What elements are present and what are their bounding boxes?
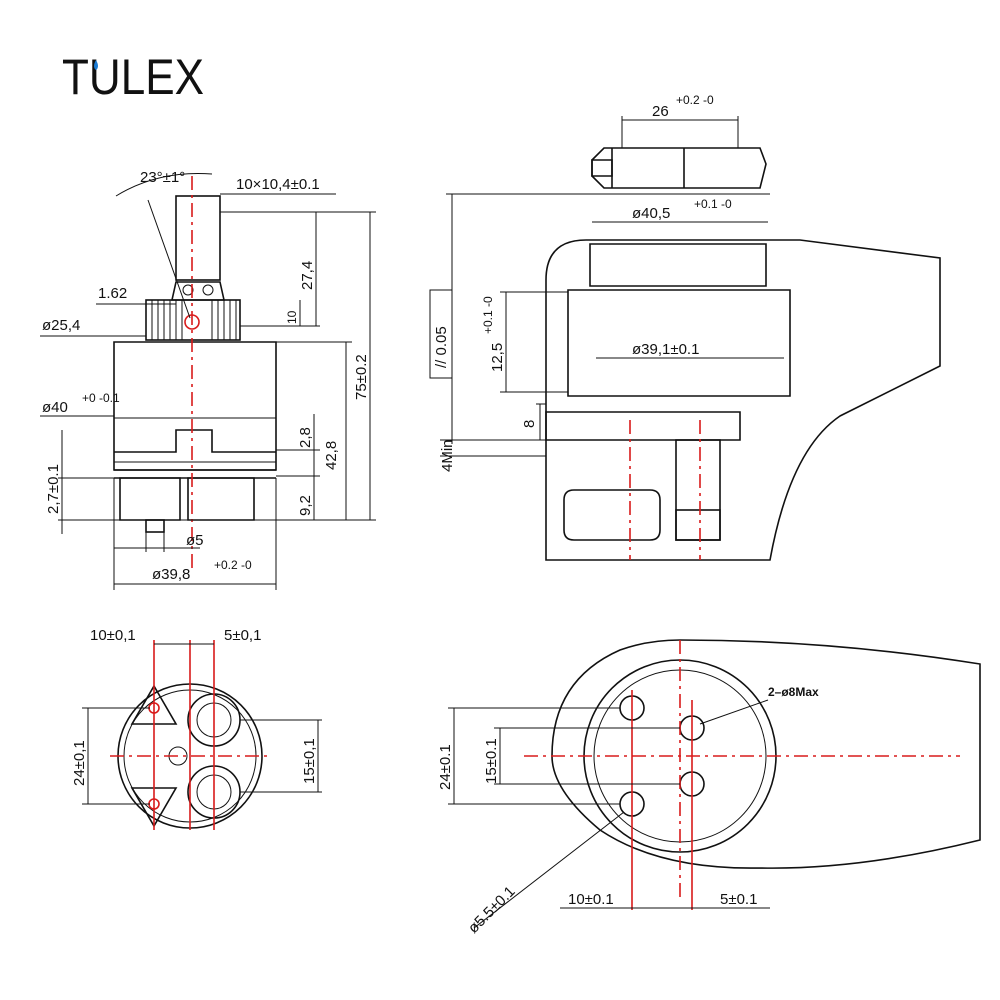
dim-bottom-15: 15±0,1 <box>301 738 318 784</box>
dim-bottom-10: 10±0,1 <box>90 627 136 644</box>
cartridge-bottom-view: 10±0,1 5±0,1 24±0,1 15±0,1 <box>71 627 322 830</box>
knurled-ring <box>145 299 241 341</box>
dim-26-tol: +0.2 -0 <box>676 93 714 107</box>
dim-total-height: 75±0.2 <box>353 354 370 400</box>
dim-base-15: 15±0.1 <box>483 738 500 784</box>
dim-dia-40-tol: +0 -0.1 <box>82 391 120 405</box>
housing-base-view: 2–ø8Max 24±0.1 15±0.1 ø5.5±0.1 10±0.1 5±… <box>437 639 981 937</box>
dim-bottom-5: 5±0,1 <box>224 627 261 644</box>
logo-text: TULEX <box>62 49 204 102</box>
dim-ten: 10 <box>285 310 299 324</box>
cartridge-bore <box>567 289 791 397</box>
dim-26: 26 <box>652 103 669 120</box>
dim-dia-405: ø40,5 <box>632 205 670 222</box>
dim-8: 8 <box>521 420 538 428</box>
dim-dia-398-tol: +0.2 -0 <box>214 558 252 572</box>
dim-angle: 23°±1° <box>140 169 185 186</box>
dim-base-5: 5±0.1 <box>720 891 757 908</box>
housing-section-view: 26 +0.2 -0 ø40,5 +0.1 -0 ø39,1±0.1 // 0.… <box>429 93 941 561</box>
dim-parallel: // 0.05 <box>433 326 450 368</box>
dim-4min: 4Min <box>439 439 456 472</box>
dim-base-10: 10±0.1 <box>568 891 614 908</box>
dim-base-24: 24±0.1 <box>437 744 454 790</box>
dim-dia-254: ø25,4 <box>42 317 80 334</box>
dim-125-tol: +0.1 -0 <box>481 296 495 334</box>
water-drop-icon <box>94 60 98 70</box>
dim-stem-height: 27,4 <box>299 261 316 290</box>
dim-bottom-24: 24±0,1 <box>71 740 88 786</box>
dim-spline: 10×10,4±0.1 <box>236 176 320 193</box>
housing-wall <box>545 239 941 561</box>
dim-holes: 2–ø8Max <box>768 685 819 699</box>
dim-dia-5: ø5 <box>186 532 204 549</box>
dim-28: 2,8 <box>297 427 314 448</box>
dim-dia-55: ø5.5±0.1 <box>465 883 519 937</box>
dim-dia-40: ø40 <box>42 399 68 416</box>
dim-dia-391: ø39,1±0.1 <box>632 341 699 358</box>
cartridge-body <box>113 341 277 471</box>
dim-offset: 1.62 <box>98 285 127 302</box>
dim-125: 12,5 <box>489 343 506 372</box>
base-outline <box>551 639 981 869</box>
cartridge-side-view: 23°±1° 10×10,4±0.1 27,4 10 75±0.2 2,8 42… <box>40 169 376 590</box>
dim-dia-398: ø39,8 <box>152 566 190 583</box>
tulex-logo: TULEX <box>62 49 204 102</box>
stem-spline <box>175 195 221 281</box>
dim-27: 2,7±0.1 <box>45 464 62 514</box>
dim-dia-405-tol: +0.1 -0 <box>694 197 732 211</box>
dim-428: 42,8 <box>323 441 340 470</box>
cap <box>591 147 767 189</box>
dim-92: 9,2 <box>297 495 314 516</box>
